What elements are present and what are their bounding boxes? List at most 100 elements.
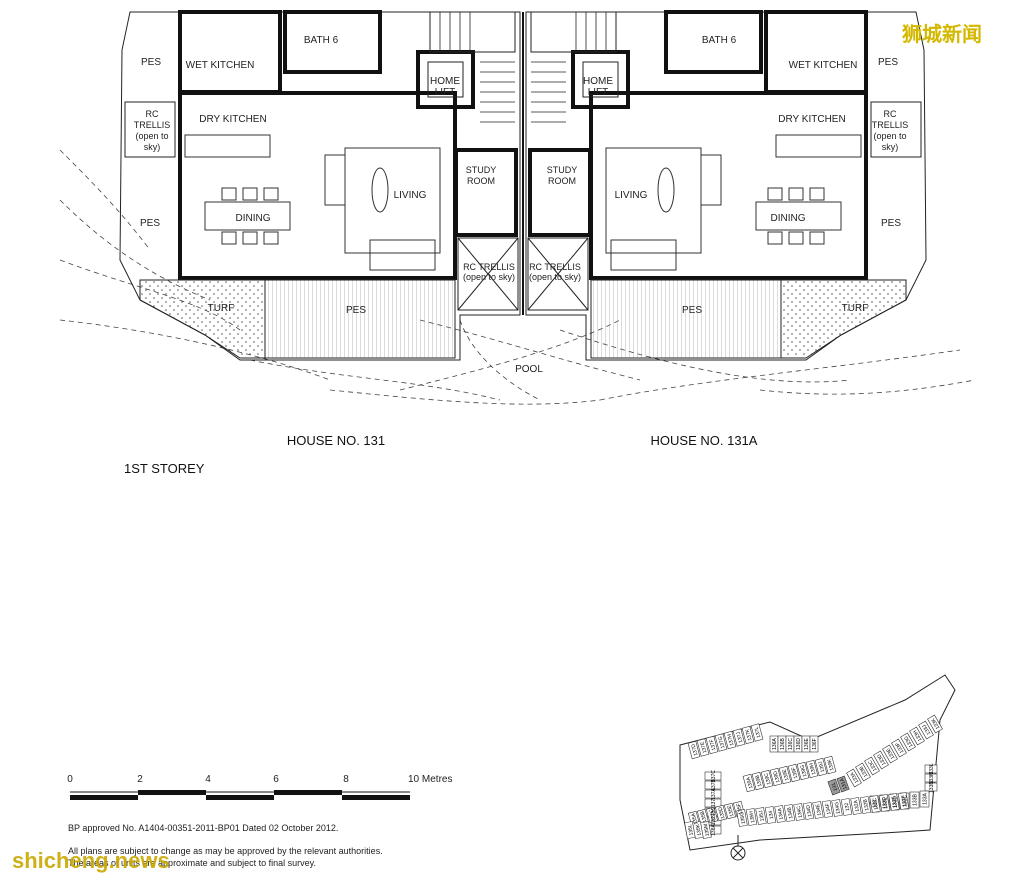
site-unit-block xyxy=(745,808,758,826)
site-unit-block xyxy=(827,778,841,796)
site-unit-label: 132E xyxy=(891,795,899,808)
site-unit-block xyxy=(846,768,862,788)
site-unit-label: 136E xyxy=(804,738,810,750)
site-unit-block xyxy=(764,806,777,824)
site-unit-label: 135L xyxy=(687,824,695,836)
bp-approval-note: BP approved No. A1404-00351-2011-BP01 Da… xyxy=(68,823,339,833)
site-unit-block xyxy=(918,720,934,740)
site-unit-block xyxy=(750,723,764,742)
site-unit-label: 135K xyxy=(695,823,703,836)
site-unit-block xyxy=(704,780,722,790)
house-131-plan xyxy=(119,10,521,361)
site-unit-block xyxy=(700,821,712,839)
site-unit-label: 134A xyxy=(777,807,785,820)
site-unit-label: 139G xyxy=(799,764,808,777)
rc-trellis-center-2: (open to sky) xyxy=(529,272,581,282)
site-unit-label: 139F xyxy=(791,766,800,779)
site-unit-block xyxy=(687,740,701,760)
living-label: LIVING xyxy=(394,190,427,201)
site-unit-label: 134B xyxy=(786,806,794,819)
site-unit-block xyxy=(821,800,834,818)
site-unit-label: 135G xyxy=(739,811,747,824)
rc-trellis-side-4: sky) xyxy=(882,142,899,152)
site-unit-block xyxy=(823,755,837,775)
site-unit-block xyxy=(769,767,783,787)
pes-deck-label: PES xyxy=(346,305,366,316)
site-unit-block xyxy=(888,793,900,811)
site-unit-label: 133L xyxy=(929,763,935,774)
site-unit-label: 133A xyxy=(923,793,929,805)
site-unit-label: 139H xyxy=(808,762,817,775)
watermark-en: shicheng.news xyxy=(12,848,170,873)
site-unit-block xyxy=(864,756,880,776)
site-unit-label: 136C xyxy=(788,738,794,750)
site-unit-label: 136B xyxy=(780,738,786,750)
pes-deck-label: PES xyxy=(682,305,702,316)
survey-note: The areas of units are approximate and s… xyxy=(68,858,316,868)
site-unit-blocks xyxy=(684,714,943,839)
site-unit-label: 137F xyxy=(709,738,718,751)
site-unit-block xyxy=(900,732,916,752)
site-unit-label: 135F xyxy=(736,802,745,815)
site-unit-label: 133D xyxy=(893,796,899,808)
site-unit-block xyxy=(723,802,737,820)
site-unit-label: 131A xyxy=(839,777,849,791)
site-unit-block xyxy=(831,799,843,817)
site-unit-label: 139C xyxy=(763,772,772,785)
site-unit-block xyxy=(793,803,805,821)
site-unit-label: 137A xyxy=(711,788,717,800)
site-unit-block xyxy=(787,763,801,783)
scale-tick-2: 2 xyxy=(137,774,143,785)
site-unit-label: 134F xyxy=(825,803,833,815)
site-unit-block xyxy=(705,735,719,755)
site-unit-block xyxy=(924,782,938,792)
site-unit-block xyxy=(783,804,796,822)
rc-trellis-side-1: RC xyxy=(146,109,159,119)
site-unit-block xyxy=(919,790,930,808)
site-unit-block xyxy=(723,730,737,750)
site-unit-label: 139K xyxy=(826,758,835,771)
site-unit-label: 137C xyxy=(711,770,717,782)
site-unit-label: 137K xyxy=(744,728,753,741)
site-unit-block xyxy=(755,807,767,825)
storey-title: 1ST STOREY xyxy=(124,461,205,476)
house-131a-title: HOUSE NO. 131A xyxy=(651,433,758,448)
home-lift-label-1: HOME xyxy=(430,76,460,87)
site-unit-label: 137 xyxy=(711,799,717,808)
site-unit-label: 137B xyxy=(711,779,717,791)
site-unit-label: 133K xyxy=(930,716,941,730)
site-unit-block xyxy=(840,798,853,816)
scale-tick-6: 6 xyxy=(273,774,279,785)
study-label-1: STUDY xyxy=(466,165,497,175)
site-unit-label: 137E xyxy=(699,740,708,753)
rc-trellis-side-3: (open to xyxy=(135,131,168,141)
site-unit-label: 134 xyxy=(768,810,775,819)
scale-tick-4: 4 xyxy=(205,774,211,785)
site-unit-label: 132A xyxy=(853,799,861,812)
home-lift-label-1: HOME xyxy=(583,76,613,87)
wet-kitchen-label: WET KITCHEN xyxy=(186,60,255,71)
rc-trellis-center-1: RC TRELLIS xyxy=(463,262,515,272)
wet-kitchen-label: WET KITCHEN xyxy=(789,60,858,71)
rc-trellis-side-2: TRELLIS xyxy=(872,120,909,130)
site-unit-block xyxy=(741,725,755,745)
site-unit-label: 135M xyxy=(703,823,711,836)
site-unit-label: 133N xyxy=(929,781,935,793)
site-unit-label: 139D xyxy=(772,770,781,783)
site-unit-block xyxy=(704,789,722,799)
site-unit-block xyxy=(897,792,910,810)
site-unit-label: 137D xyxy=(690,743,699,756)
site-unit-label: 133H xyxy=(912,728,923,742)
site-unit-label: 133D xyxy=(876,752,887,766)
site-unit-label: 139E xyxy=(781,768,790,781)
site-unit-label: 132D xyxy=(881,796,889,809)
site-unit-block xyxy=(714,804,728,822)
site-unit-label: 139A xyxy=(745,776,754,789)
site-unit-label: 138A xyxy=(711,824,717,836)
site-unit-block xyxy=(751,771,765,791)
turf-label: TURF xyxy=(842,303,869,314)
site-unit-label: 135H xyxy=(748,810,756,823)
site-unit-label: 135A xyxy=(690,812,699,825)
